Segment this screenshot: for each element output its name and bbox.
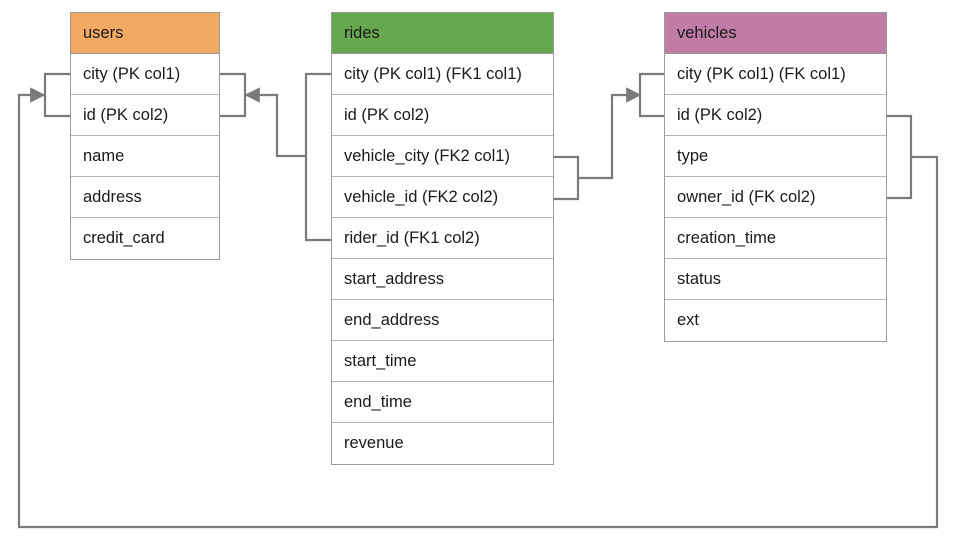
- table-rides-column-end-time[interactable]: end_time: [332, 382, 553, 423]
- table-users-column-address[interactable]: address: [71, 177, 219, 218]
- table-users-column-name[interactable]: name: [71, 136, 219, 177]
- table-rides-column-start-time[interactable]: start_time: [332, 341, 553, 382]
- table-rides-column-vehicle-id[interactable]: vehicle_id (FK2 col2): [332, 177, 553, 218]
- edge-rides-fk1-users: [220, 72, 331, 242]
- table-rides-title: rides: [332, 13, 553, 54]
- table-rides-column-revenue[interactable]: revenue: [332, 423, 553, 464]
- table-rides-column-rider-id[interactable]: rider_id (FK1 col2): [332, 218, 553, 259]
- table-vehicles-column-ext[interactable]: ext: [665, 300, 886, 341]
- table-rides-column-id[interactable]: id (PK col2): [332, 95, 553, 136]
- table-vehicles[interactable]: vehicles city (PK col1) (FK col1) id (PK…: [664, 12, 887, 342]
- table-vehicles-column-owner-id[interactable]: owner_id (FK col2): [665, 177, 886, 218]
- table-rides-column-city[interactable]: city (PK col1) (FK1 col1): [332, 54, 553, 95]
- table-rides-column-vehicle-city[interactable]: vehicle_city (FK2 col1): [332, 136, 553, 177]
- table-rides[interactable]: rides city (PK col1) (FK1 col1) id (PK c…: [331, 12, 554, 465]
- table-users-column-city[interactable]: city (PK col1): [71, 54, 219, 95]
- table-vehicles-column-status[interactable]: status: [665, 259, 886, 300]
- edge-rides-fk2-vehicles: [554, 72, 664, 201]
- table-rides-column-end-address[interactable]: end_address: [332, 300, 553, 341]
- table-users-column-id[interactable]: id (PK col2): [71, 95, 219, 136]
- table-vehicles-column-city[interactable]: city (PK col1) (FK col1): [665, 54, 886, 95]
- table-vehicles-column-type[interactable]: type: [665, 136, 886, 177]
- table-users[interactable]: users city (PK col1) id (PK col2) name a…: [70, 12, 220, 260]
- table-vehicles-column-id[interactable]: id (PK col2): [665, 95, 886, 136]
- table-rides-column-start-address[interactable]: start_address: [332, 259, 553, 300]
- table-users-column-credit-card[interactable]: credit_card: [71, 218, 219, 259]
- table-vehicles-column-creation-time[interactable]: creation_time: [665, 218, 886, 259]
- table-vehicles-title: vehicles: [665, 13, 886, 54]
- table-users-title: users: [71, 13, 219, 54]
